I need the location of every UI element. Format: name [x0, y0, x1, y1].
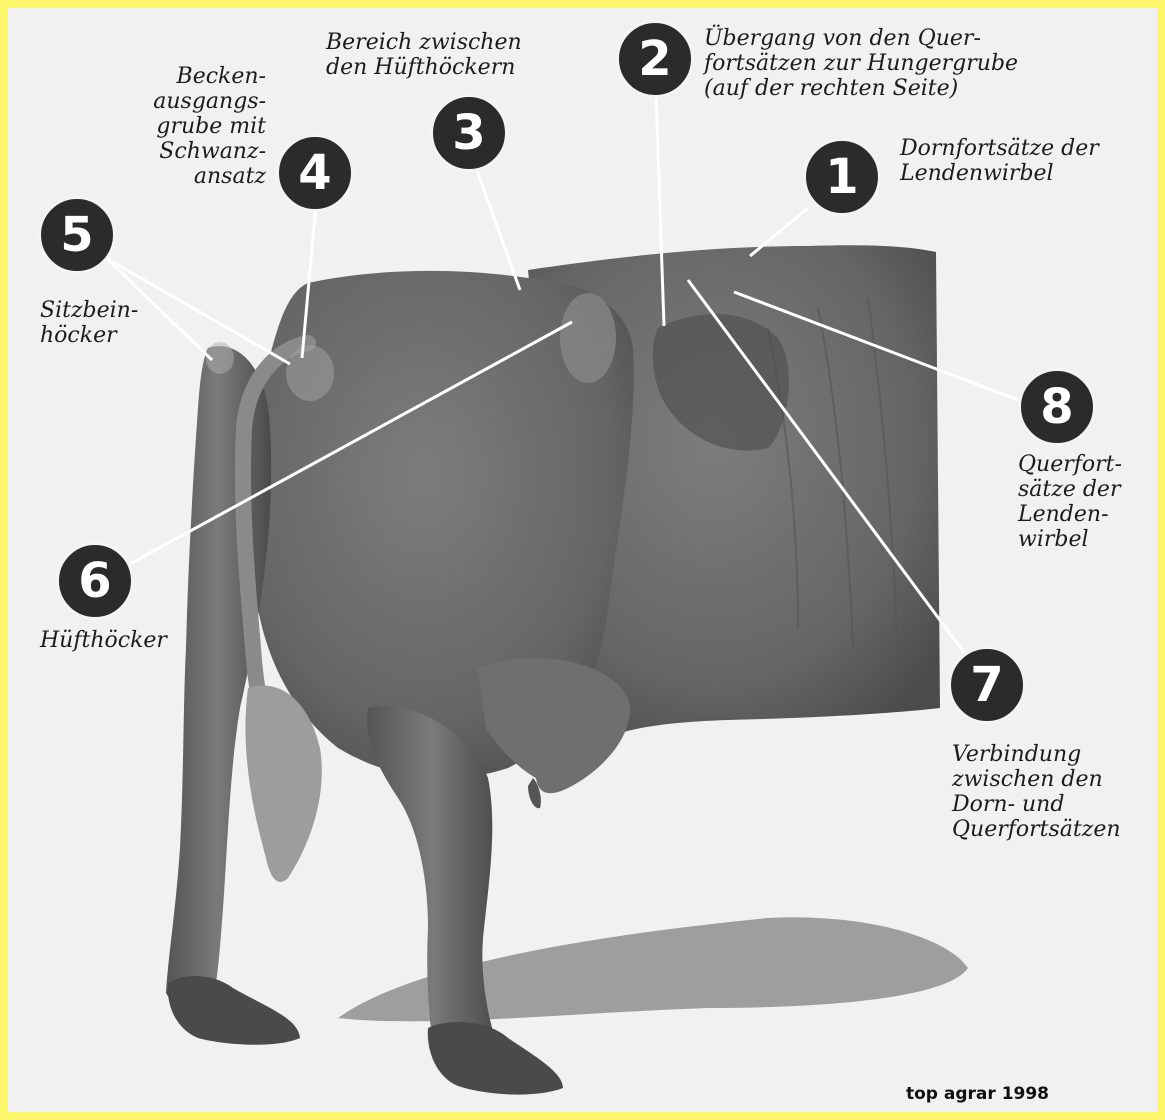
badge-4: 4	[276, 134, 354, 212]
label-5-sitzbeinhoecker: Sitzbein- höcker	[40, 298, 138, 348]
label-3-bereich-hueftoecker: Bereich zwischen den Hüfthöckern	[326, 30, 522, 80]
label-2-uebergang: Übergang von den Quer- fortsätzen zur Hu…	[704, 26, 1018, 101]
badge-2: 2	[616, 20, 694, 98]
label-6-hueftoecker: Hüfthöcker	[40, 628, 167, 653]
leader-3	[476, 168, 520, 290]
badge-8: 8	[1018, 368, 1096, 446]
badge-1: 1	[803, 138, 881, 216]
pin-highlight	[286, 345, 334, 401]
badge-7: 7	[948, 646, 1026, 724]
hip-highlight	[560, 293, 616, 383]
badge-3: 3	[430, 94, 508, 172]
image-credit: top agrar 1998	[906, 1084, 1049, 1104]
udder	[478, 658, 630, 793]
badge-6: 6	[56, 542, 134, 620]
label-4-beckenausgangsgrube: Becken- ausgangs- grube mit Schwanz- ans…	[136, 64, 266, 189]
label-8-querfortsaetze: Querfort- sätze der Lenden- wirbel	[1018, 452, 1122, 552]
badge-5: 5	[38, 196, 116, 274]
left-hind-hoof	[168, 976, 300, 1045]
label-1-dornfortsaetze: Dornfortsätze der Lendenwirbel	[900, 136, 1099, 186]
right-hind-hoof	[428, 1022, 563, 1095]
label-7-verbindung: Verbindung zwischen den Dorn- und Querfo…	[952, 742, 1121, 842]
figure-frame: 1 2 3 4 5 6 7 8 Dornfortsätze der Lenden…	[8, 8, 1157, 1112]
